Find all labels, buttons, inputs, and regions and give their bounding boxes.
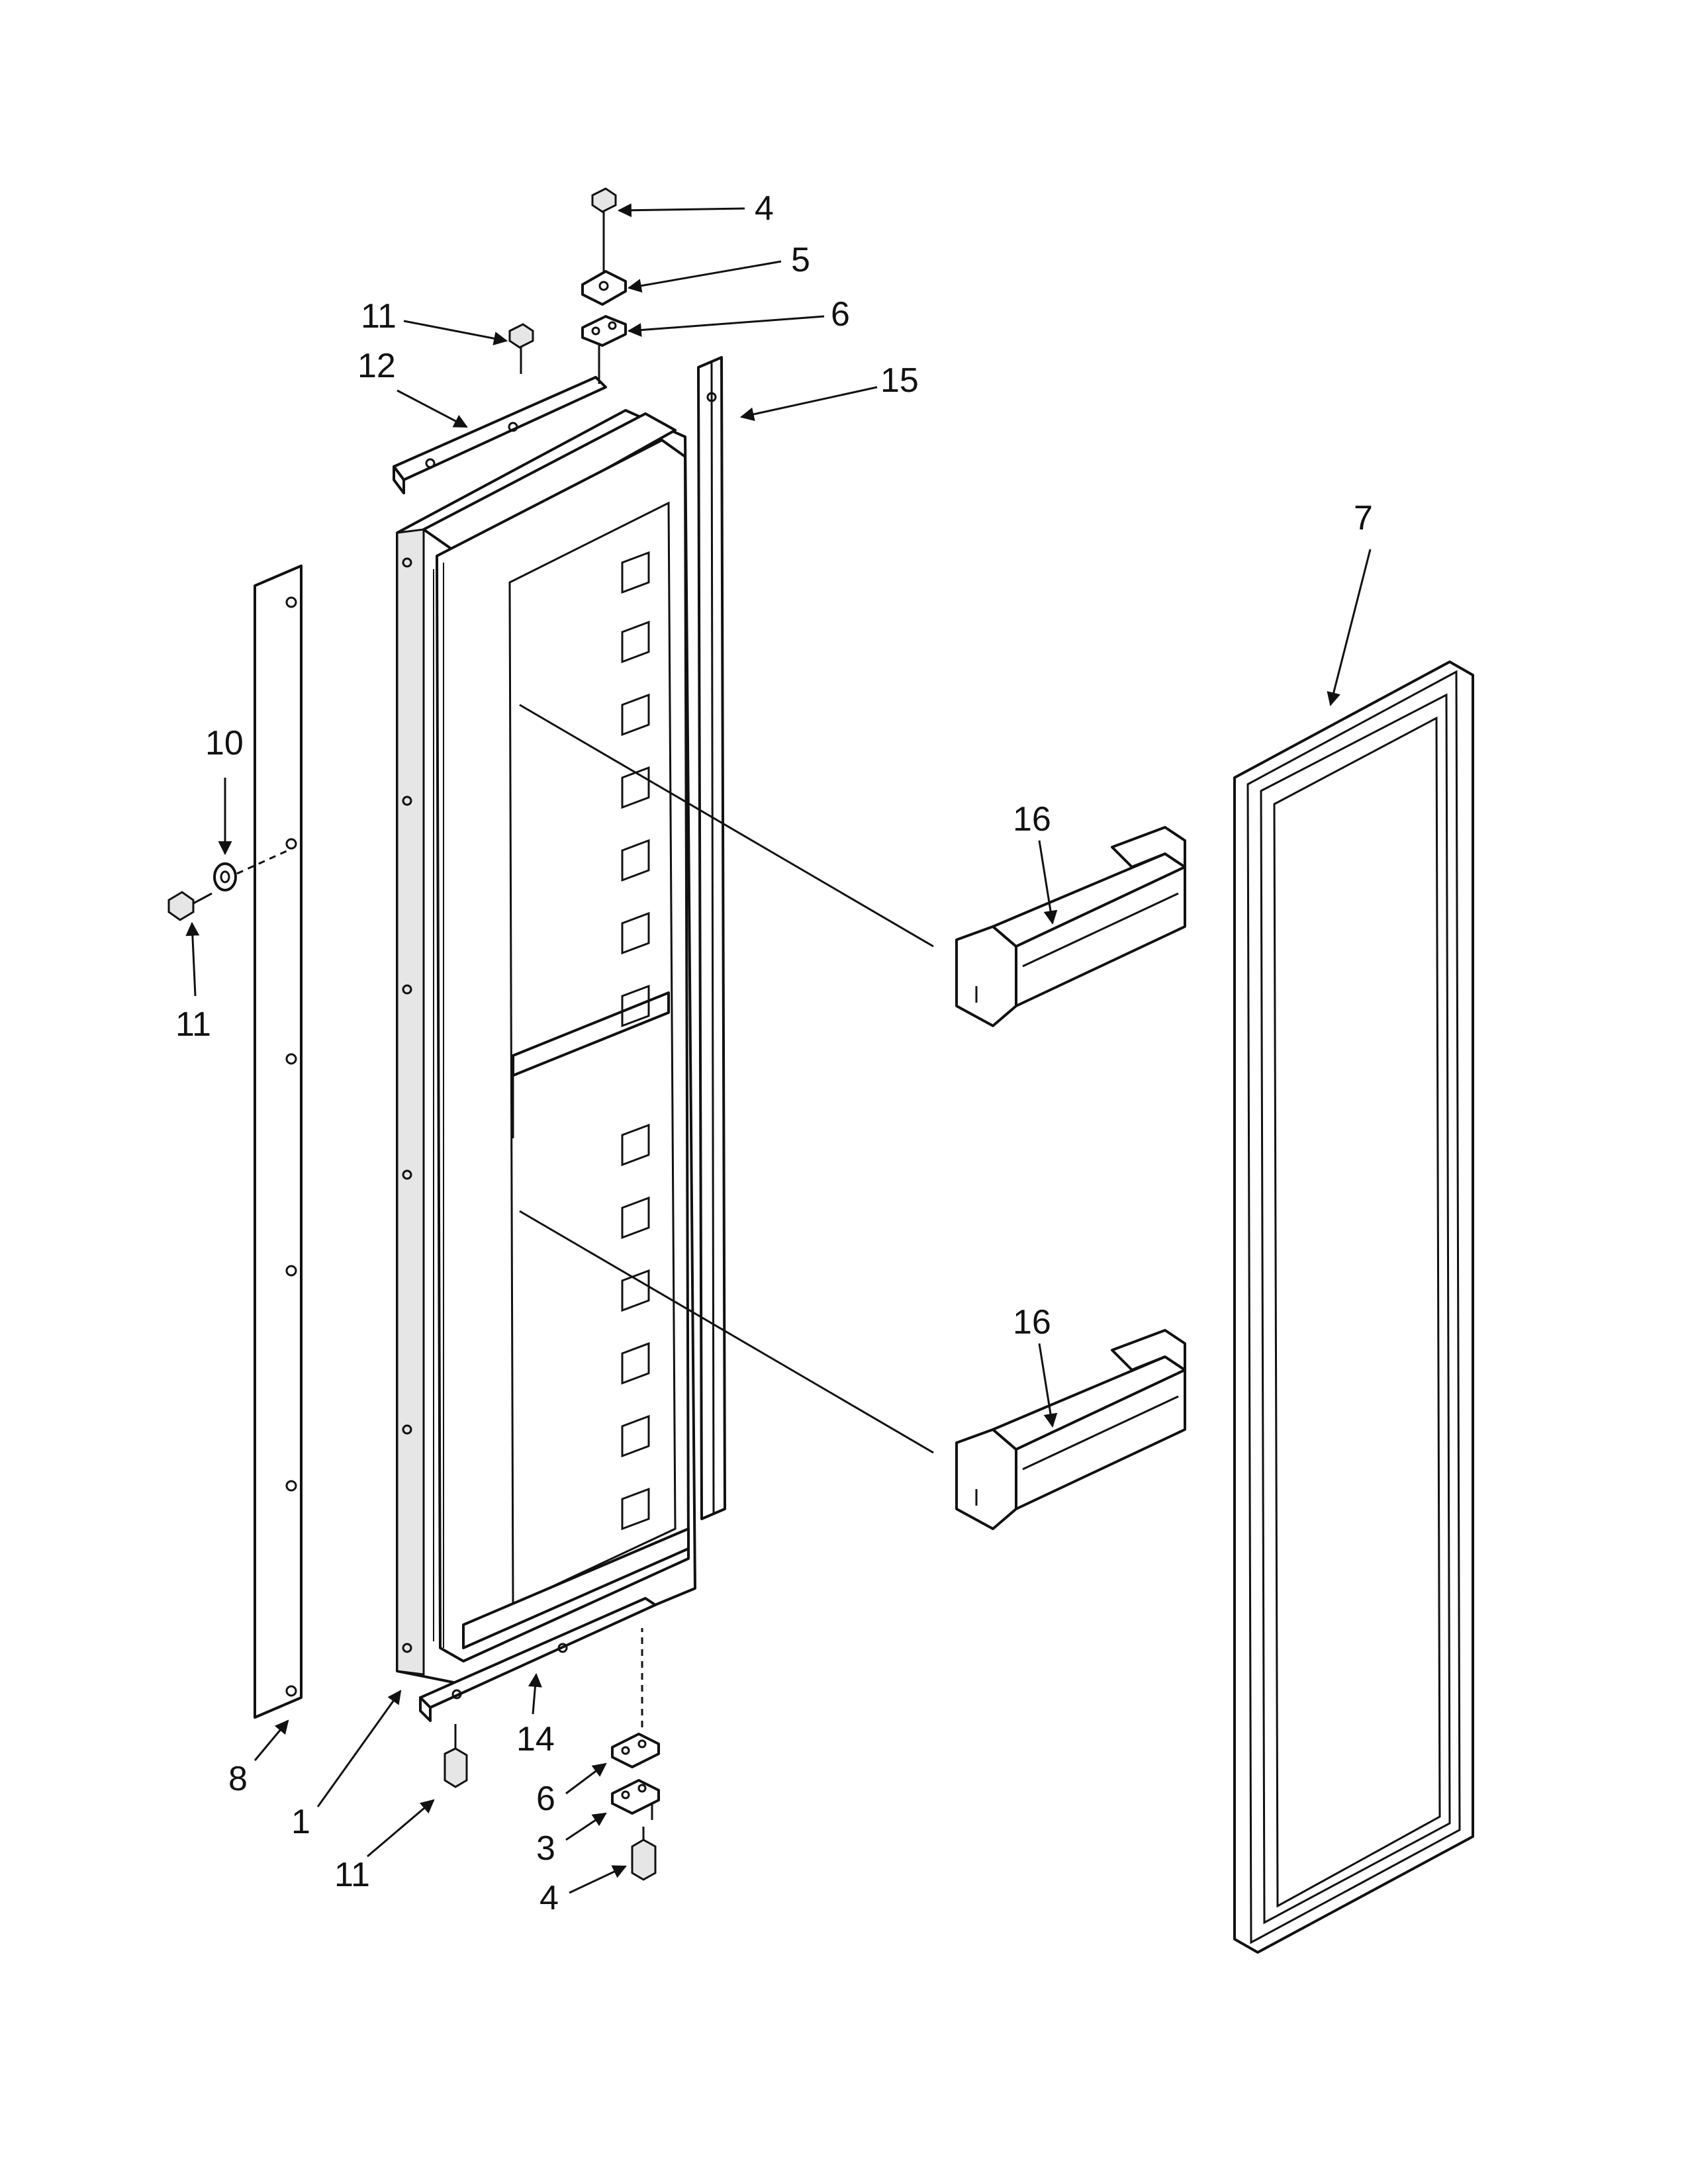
callout-11-top: 11 — [361, 297, 397, 336]
callout-16-lower: 16 — [1013, 1303, 1051, 1342]
callout-7: 7 — [1354, 499, 1373, 537]
door-gasket-part — [1233, 660, 1474, 1954]
top-screw-part — [591, 187, 617, 235]
callout-leaders — [185, 203, 1372, 1894]
callout-16-upper: 16 — [1013, 800, 1051, 839]
callout-4-bottom: 4 — [539, 1879, 559, 1917]
callout-5: 5 — [791, 241, 810, 279]
top-hinge-plate-part — [581, 315, 627, 384]
callout-12: 12 — [357, 347, 396, 385]
left-washer-part — [213, 849, 289, 891]
door-bin-lower-part — [955, 1329, 1186, 1530]
bottom-screw-right-part — [631, 1827, 657, 1881]
callout-6-top: 6 — [831, 295, 850, 334]
callout-15: 15 — [880, 361, 919, 400]
callout-11-left: 11 — [175, 1005, 211, 1044]
hinge-side-strip-part — [254, 565, 303, 1719]
callout-1: 1 — [291, 1803, 310, 1841]
left-screw-part — [167, 891, 212, 921]
top-bracket-screw-part — [508, 323, 534, 374]
callout-14: 14 — [516, 1720, 555, 1758]
right-strip-part — [697, 356, 726, 1520]
callout-11-bottom: 11 — [334, 1856, 370, 1894]
bottom-hinge-part — [611, 1779, 660, 1820]
top-bracket-part — [393, 376, 607, 494]
callout-3: 3 — [536, 1829, 555, 1868]
door-bin-upper-part — [955, 826, 1186, 1027]
callout-4-top: 4 — [755, 189, 774, 228]
bottom-screw-left-part — [444, 1724, 468, 1788]
top-hinge-part — [581, 235, 627, 306]
callout-10: 10 — [205, 724, 244, 762]
callout-8: 8 — [228, 1760, 248, 1798]
callout-6-bottom: 6 — [536, 1780, 555, 1818]
door-liner-part — [396, 409, 696, 1686]
bottom-bracket-part — [419, 1597, 657, 1722]
bottom-hinge-plate-part — [611, 1628, 660, 1768]
callout-labels: 4 5 6 11 12 15 7 10 11 16 16 8 1 14 11 6… — [175, 189, 1373, 1917]
